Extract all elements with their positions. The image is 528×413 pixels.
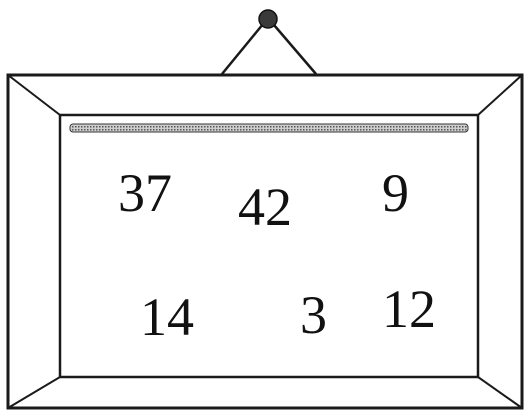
number-14: 14 xyxy=(140,290,194,344)
number-9: 9 xyxy=(382,166,409,220)
number-42: 42 xyxy=(238,180,292,234)
number-37: 37 xyxy=(118,166,172,220)
number-3: 3 xyxy=(300,288,327,342)
nail-icon xyxy=(259,10,277,28)
frame-top-rail xyxy=(70,124,468,132)
number-12: 12 xyxy=(382,282,436,336)
